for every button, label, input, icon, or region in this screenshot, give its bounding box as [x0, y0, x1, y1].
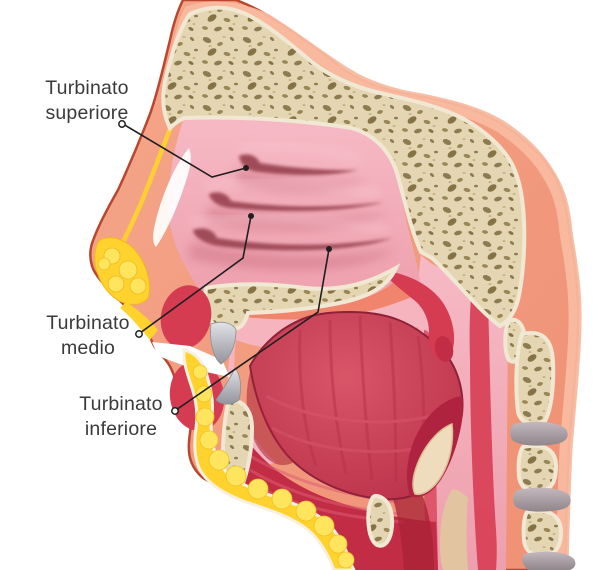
leader-start-middle	[135, 330, 143, 338]
chin-fat-lobules	[192, 364, 355, 569]
nose-fat-lobules	[97, 247, 147, 295]
uvula-tip	[434, 336, 454, 362]
turbinate-middle-slit	[209, 192, 384, 212]
leader-line-inferior	[175, 248, 330, 411]
turbinate-inferior-highlight	[189, 216, 389, 233]
label-turbinato-superiore: Turbinato superiore	[22, 76, 152, 126]
leader-end-inferior	[326, 246, 332, 252]
turbinate-middle-highlight	[205, 180, 381, 197]
leader-markers	[118, 120, 332, 415]
vertebra-c2	[514, 331, 556, 426]
leader-end-middle	[248, 213, 254, 219]
label-turbinato-inferiore: Turbinato inferiore	[56, 392, 186, 442]
leader-start-superior	[118, 120, 126, 128]
disc-1	[510, 421, 568, 446]
disc-2	[513, 487, 571, 512]
label-line: superiore	[45, 102, 129, 124]
leader-end-superior	[243, 165, 249, 171]
hyoid-bone	[366, 493, 395, 548]
pharynx-posterior-wall	[469, 284, 497, 570]
leader-line-superior	[122, 123, 247, 178]
nasal-cavity	[168, 116, 421, 306]
label-line: medio	[60, 337, 116, 359]
turbinate-inferior-slit	[193, 228, 392, 251]
label-line: Turbinato	[79, 393, 163, 415]
skull-bone-mass	[161, 5, 527, 329]
upper-lip	[160, 285, 212, 349]
label-line: Turbinato	[45, 77, 129, 99]
label-line: inferiore	[84, 418, 158, 440]
turbinate-superior-highlight	[237, 143, 364, 163]
nasal-vestibule-gap	[153, 148, 191, 247]
soft-palate	[388, 272, 455, 359]
vertebra-c4	[521, 508, 564, 558]
lower-incisor	[215, 367, 242, 405]
fatty-tissue	[94, 237, 356, 570]
epiglottis	[412, 422, 454, 496]
esophagus-wall	[440, 489, 468, 570]
teeth	[210, 321, 242, 405]
upper-incisor	[210, 321, 237, 365]
label-line: Turbinato	[46, 312, 130, 334]
leader-lines	[122, 123, 330, 411]
tongue-under-shadow	[246, 372, 294, 466]
leader-start-inferior	[171, 407, 179, 415]
leader-line-middle	[139, 215, 252, 334]
skin-inner-highlight	[161, 1, 582, 569]
philtrum-fat-strip	[120, 302, 158, 340]
soft-palate-uvula	[388, 272, 463, 498]
disc-3	[522, 551, 576, 570]
vertebra-c3	[516, 443, 559, 494]
turbinate-superior-slit	[239, 154, 358, 176]
intervertebral-discs	[510, 421, 576, 570]
larynx-dark-band	[392, 487, 434, 570]
label-turbinato-medio: Turbinato medio	[23, 311, 153, 361]
turbinate-inferior-shadow	[188, 242, 396, 271]
